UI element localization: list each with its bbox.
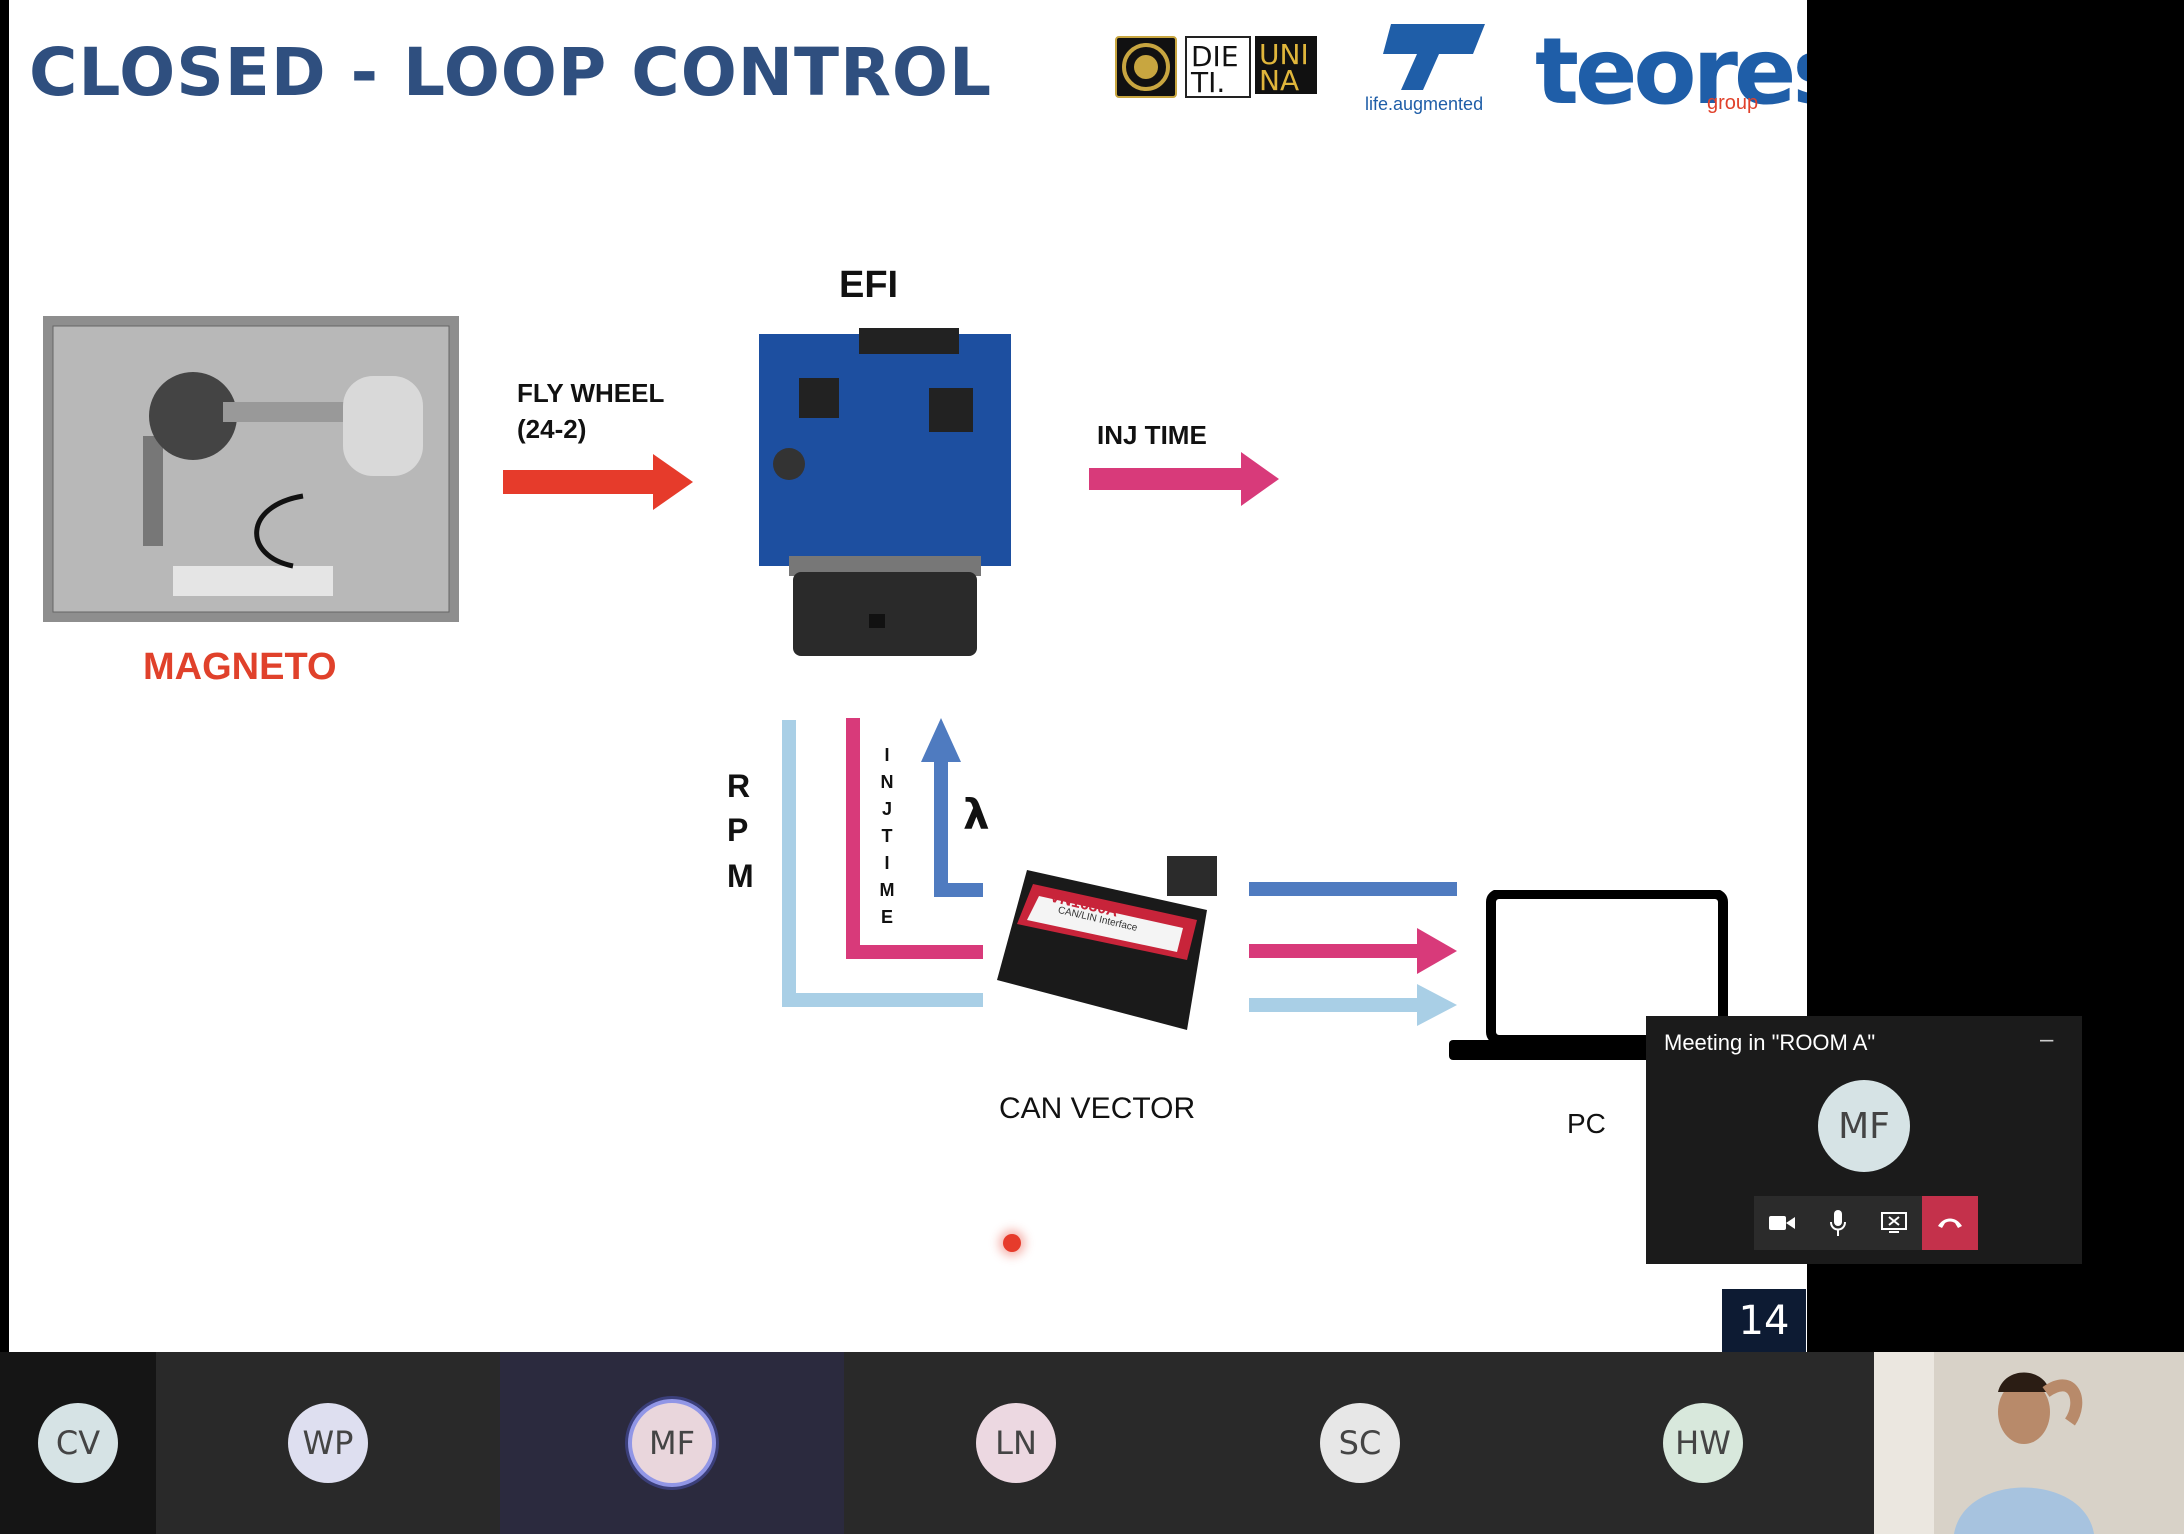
unina-logo: UNI NA xyxy=(1255,36,1317,97)
microphone-button[interactable] xyxy=(1810,1196,1866,1250)
meeting-mini-window[interactable]: Meeting in "ROOM A" – MF xyxy=(1646,1016,2082,1264)
participant-avatar: WP xyxy=(288,1403,368,1483)
to-pc-arrows xyxy=(1249,882,1457,1026)
injtime-vertical-label: I N J T I M E xyxy=(879,745,895,927)
flywheel-sub-label: (24-2) xyxy=(517,414,587,444)
dieti-logo: DIE TI. xyxy=(1185,36,1251,99)
hang-up-icon xyxy=(1938,1218,1962,1228)
st-logo: life.augmented xyxy=(1361,18,1501,118)
magneto-label: MAGNETO xyxy=(143,646,337,688)
teoresi-logo: teoresi group xyxy=(1535,18,1807,125)
meeting-title: Meeting in "ROOM A" xyxy=(1664,1030,1876,1055)
camera-button[interactable] xyxy=(1754,1196,1810,1250)
flywheel-arrow xyxy=(503,454,693,510)
participant-avatar: HW xyxy=(1663,1403,1743,1483)
self-video-feed xyxy=(1874,1352,2184,1534)
participant-strip: CV WP MF LN SC HW xyxy=(0,1352,2184,1534)
presentation-slide: CLOSED - LOOP CONTROL DIE TI. UNI NA lif… xyxy=(9,0,1807,1352)
rpm-letter-r: R xyxy=(727,768,751,804)
laser-pointer-dot xyxy=(1003,1234,1021,1252)
rpm-letter-p: P xyxy=(727,812,749,848)
inj-time-label: INJ TIME xyxy=(1097,420,1207,450)
meeting-avatar: MF xyxy=(1818,1080,1910,1172)
slide-page-number: 14 xyxy=(1722,1289,1806,1353)
stop-share-button[interactable] xyxy=(1866,1196,1922,1250)
magneto-photo xyxy=(43,316,459,622)
participant-tile-wp[interactable]: WP xyxy=(156,1352,500,1534)
participant-avatar: CV xyxy=(38,1403,118,1483)
participant-tile-cv[interactable]: CV xyxy=(0,1352,156,1534)
participant-tile-ln[interactable]: LN xyxy=(844,1352,1188,1534)
participant-avatar: SC xyxy=(1320,1403,1400,1483)
participant-avatar: LN xyxy=(976,1403,1056,1483)
rpm-letter-m: M xyxy=(727,858,754,894)
efi-board-image xyxy=(759,328,1011,658)
feedback-arrows xyxy=(782,718,983,1007)
participant-avatar-active: MF xyxy=(628,1399,716,1487)
university-seal-logo xyxy=(1115,36,1177,98)
can-vector-label: CAN VECTOR xyxy=(999,1092,1196,1125)
microphone-icon xyxy=(1830,1210,1846,1236)
slide-title: CLOSED - LOOP CONTROL xyxy=(29,34,993,111)
participant-tile-sc[interactable]: SC xyxy=(1188,1352,1532,1534)
lambda-label: λ xyxy=(963,790,990,839)
inj-time-arrow xyxy=(1089,452,1279,506)
self-video-tile[interactable] xyxy=(1874,1352,2184,1534)
can-vector-device-image: VN1630A CAN/LIN Interface VECTOR xyxy=(987,850,1247,1040)
minimize-button[interactable]: – xyxy=(2040,1026,2054,1053)
pc-label: PC xyxy=(1567,1108,1606,1139)
screen-share-stop-icon xyxy=(1881,1212,1907,1233)
flywheel-label: FLY WHEEL xyxy=(517,378,665,408)
participant-tile-hw[interactable]: HW xyxy=(1532,1352,1874,1534)
efi-label: EFI xyxy=(839,264,899,306)
participant-tile-mf[interactable]: MF xyxy=(500,1352,844,1534)
hang-up-button[interactable] xyxy=(1922,1196,1978,1250)
camera-icon xyxy=(1769,1216,1795,1230)
